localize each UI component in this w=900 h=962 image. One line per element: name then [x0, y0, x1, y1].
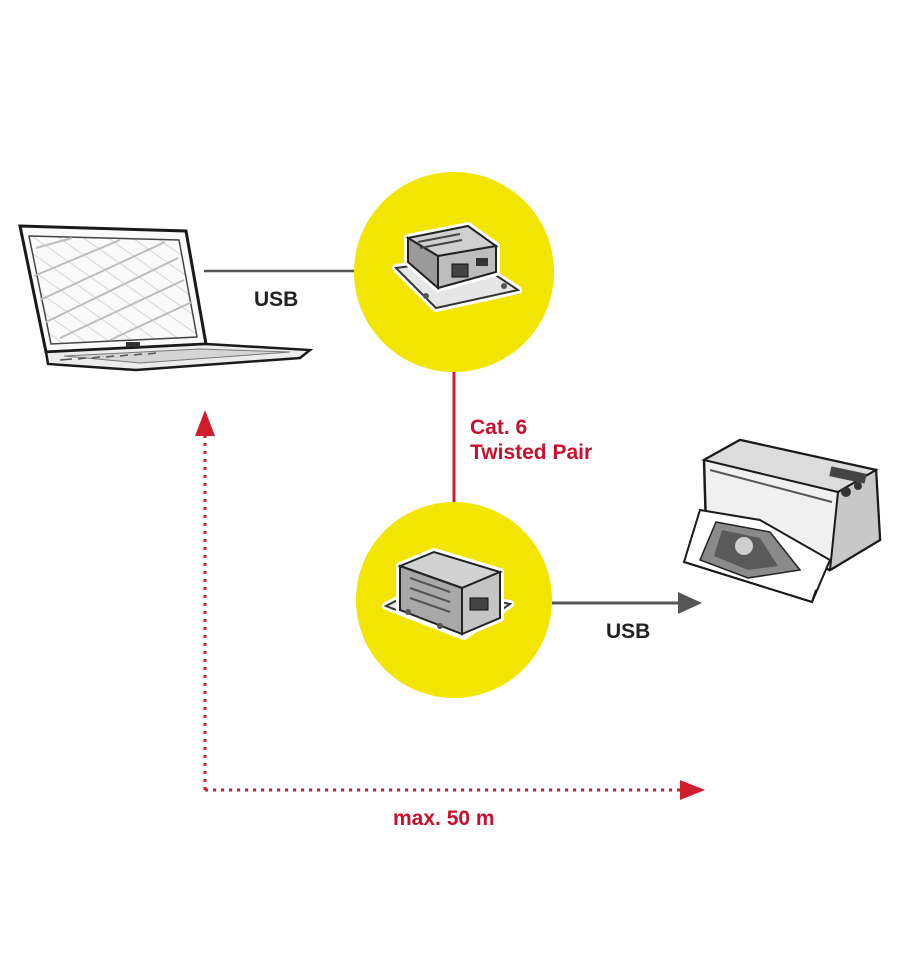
printer-icon: [682, 438, 882, 604]
cable-type-label: Cat. 6 Twisted Pair: [470, 415, 592, 465]
distance-arrows: [195, 410, 705, 800]
usb-extender-transmitter-icon: [392, 222, 522, 312]
cable-type-line1: Cat. 6: [470, 416, 528, 439]
usb-label-bottom: USB: [606, 620, 651, 643]
usb-extender-receiver-icon: [382, 548, 514, 640]
usb-label-top: USB: [254, 288, 299, 311]
distance-label: max. 50 m: [393, 807, 495, 830]
laptop-icon: [18, 224, 314, 372]
usb-arrow-head: [678, 592, 702, 614]
cable-type-line2: Twisted Pair: [470, 441, 593, 465]
